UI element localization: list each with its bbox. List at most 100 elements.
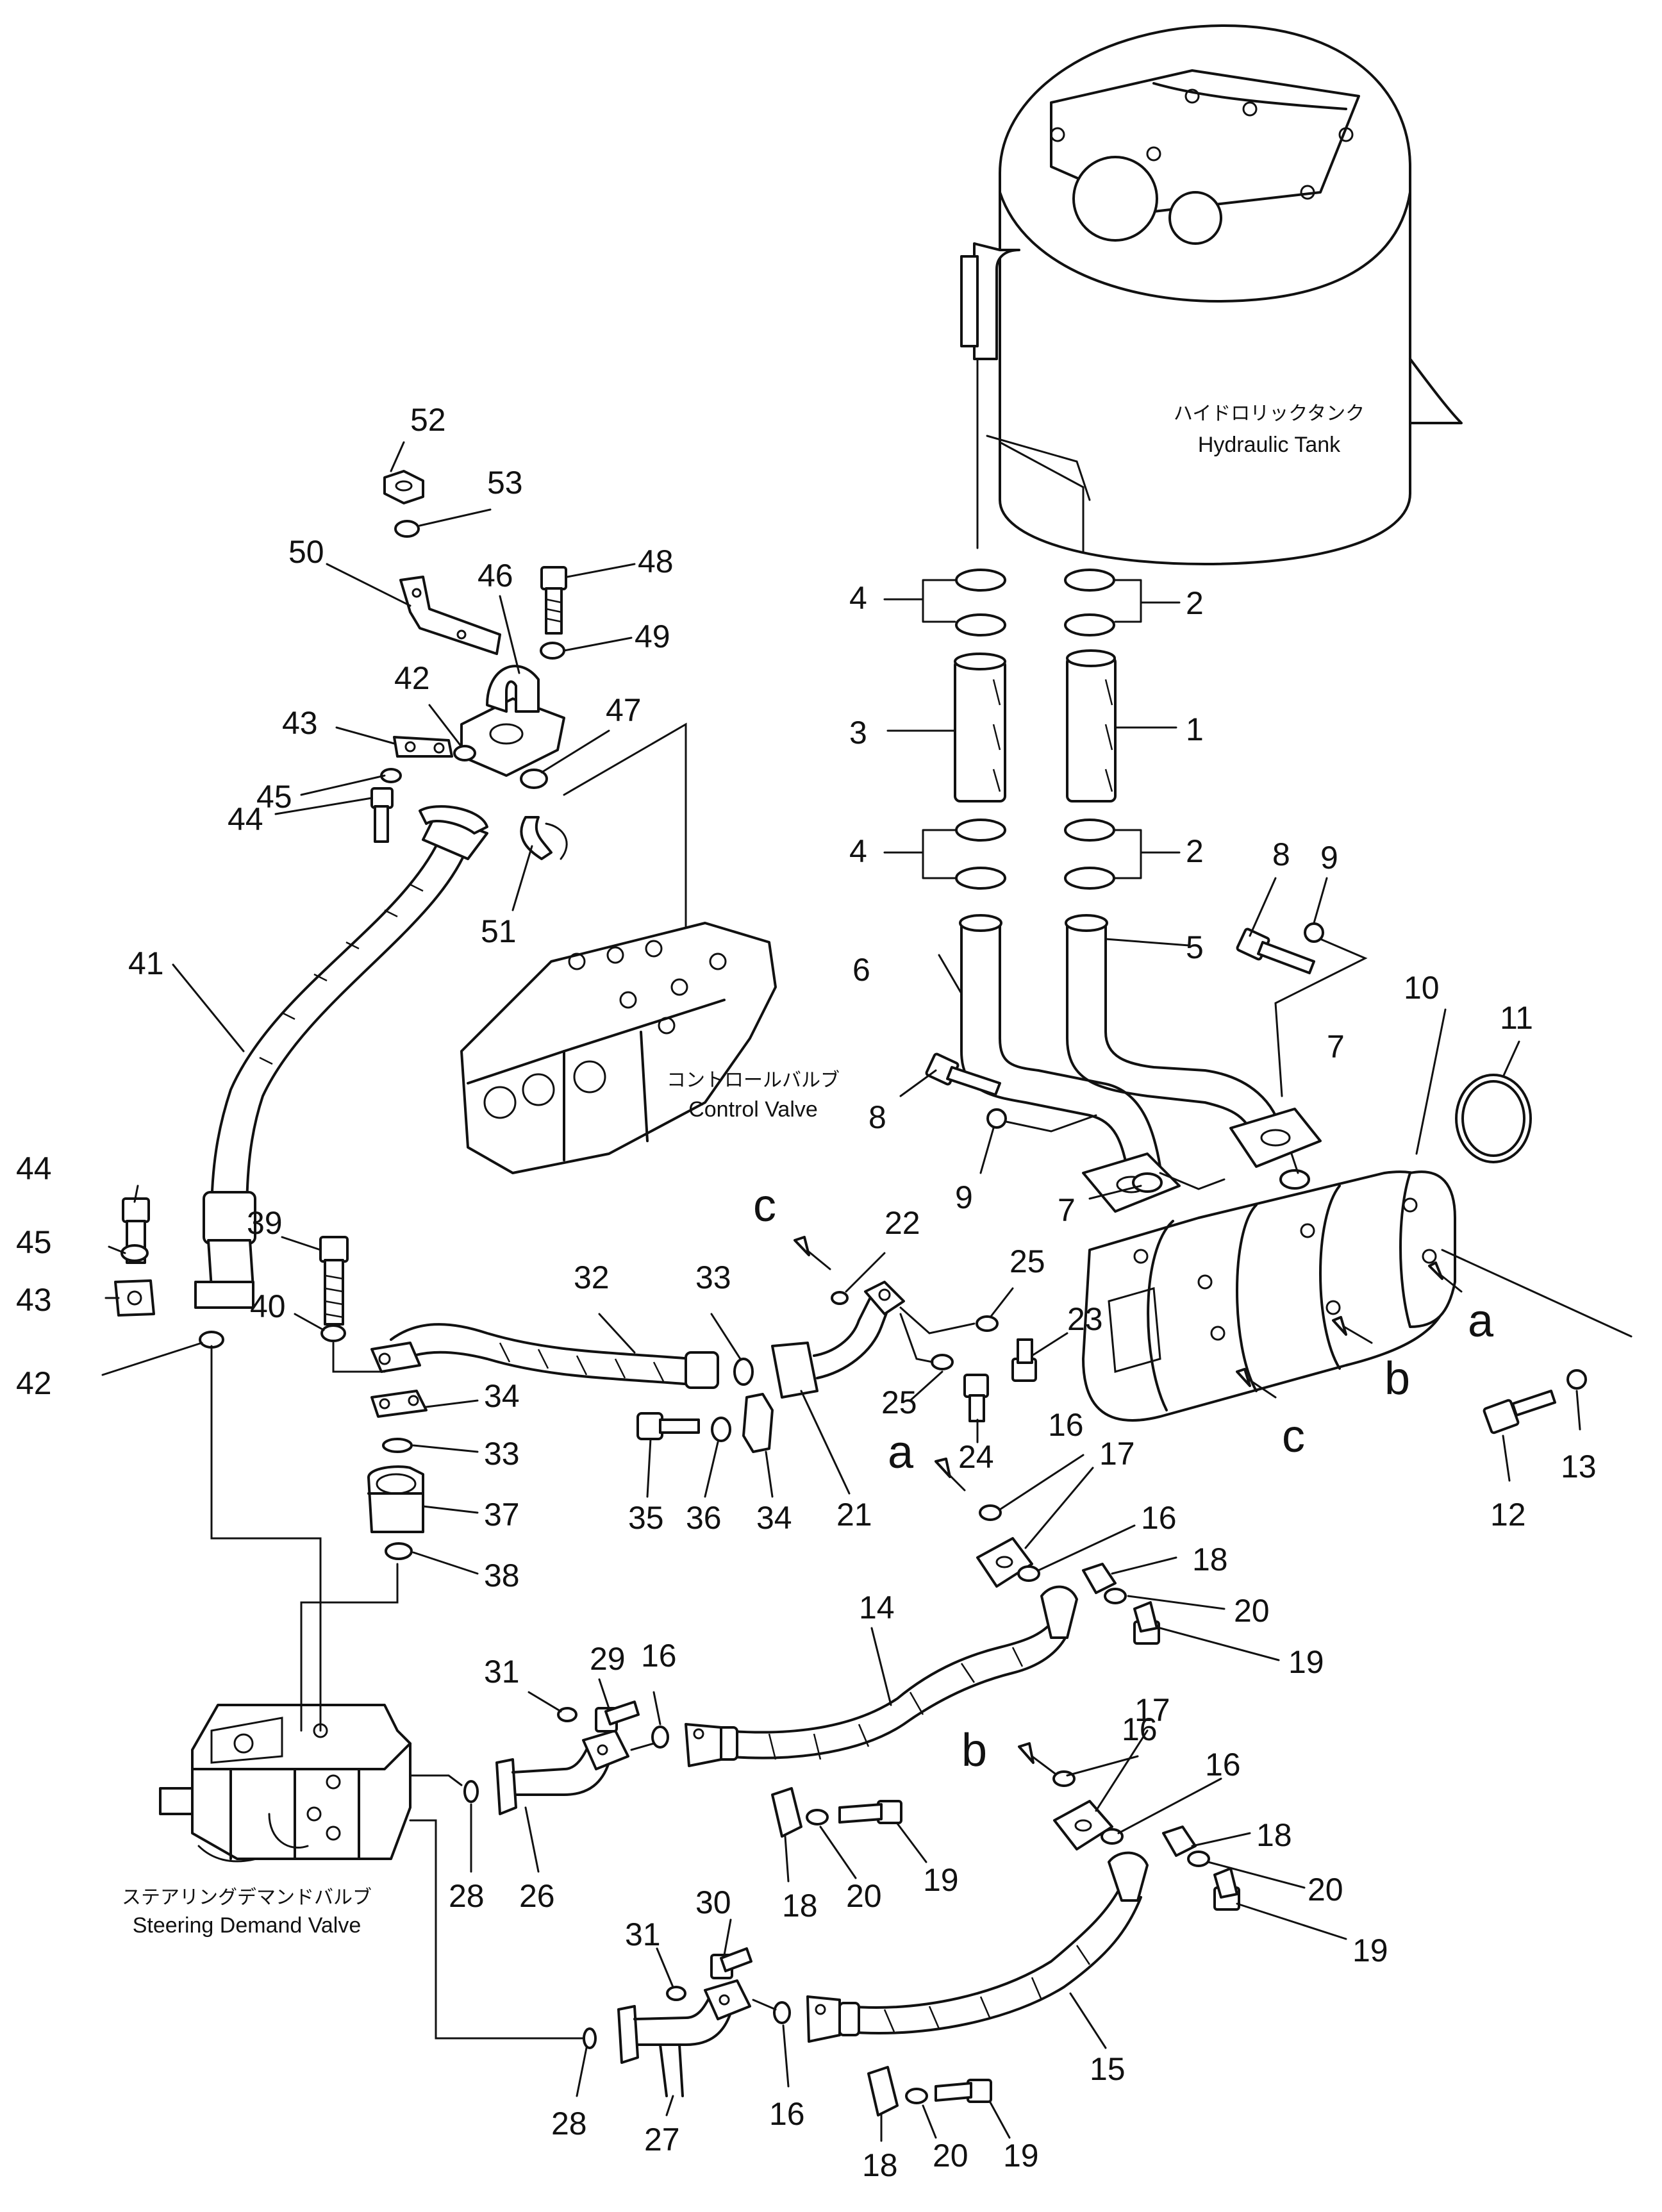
control-valve-label-ja: コントロールバルブ — [667, 1069, 840, 1092]
oring-16-a2 — [1017, 1565, 1040, 1582]
callout-37: 37 — [484, 1497, 520, 1533]
callout-9-upper: 9 — [1320, 840, 1338, 876]
marker-a-left: a — [888, 1427, 914, 1478]
steering-demand-valve-label-ja: ステアリングデマンドバルブ — [122, 1886, 372, 1909]
callout-2-lower: 2 — [1186, 833, 1204, 869]
bolt-29 — [595, 1701, 640, 1733]
washer-53 — [394, 520, 420, 538]
callout-45-lower: 45 — [16, 1224, 52, 1260]
callout-25-lower: 25 — [881, 1385, 917, 1420]
callout-21: 21 — [836, 1497, 872, 1533]
callout-19-d: 19 — [1003, 2138, 1039, 2174]
clip-51 — [520, 816, 553, 860]
callout-23: 23 — [1067, 1301, 1103, 1337]
marker-c-left: c — [753, 1180, 776, 1231]
hose-32 — [370, 1323, 719, 1389]
callout-45-upper: 45 — [256, 779, 292, 815]
callout-32: 32 — [574, 1260, 610, 1295]
callout-19-a: 19 — [1288, 1644, 1324, 1680]
callout-50: 50 — [288, 534, 324, 570]
callout-20-c: 20 — [1308, 1872, 1343, 1908]
split-flange-18-c — [1162, 1825, 1197, 1857]
callout-7-lower: 7 — [1058, 1192, 1076, 1228]
callout-10: 10 — [1404, 970, 1440, 1006]
callout-18-d: 18 — [862, 2147, 898, 2183]
callout-25-upper: 25 — [1010, 1243, 1045, 1279]
oring-7-lower — [1132, 1172, 1163, 1193]
leader-control-valve — [563, 722, 687, 927]
callout-16-a: 16 — [1048, 1407, 1084, 1443]
split-flange-34-lower — [742, 1393, 774, 1453]
bolt-24 — [963, 1374, 989, 1422]
washer-20-a — [1104, 1588, 1127, 1604]
washer-31-upper — [557, 1707, 578, 1722]
callout-20-d: 20 — [933, 2138, 968, 2174]
oring-7-upper — [1279, 1169, 1310, 1190]
tube-26 — [495, 1729, 629, 1815]
callout-6: 6 — [852, 952, 870, 988]
callout-40: 40 — [250, 1288, 286, 1324]
callout-18-b: 18 — [782, 1888, 818, 1924]
callout-46: 46 — [478, 558, 513, 594]
hydraulic-tank-label-ja: ハイドロリックタンク — [1174, 403, 1365, 425]
bolt-12 — [1483, 1390, 1556, 1434]
callout-leaders — [101, 441, 1581, 2142]
callout-11: 11 — [1500, 1000, 1533, 1036]
split-flange-18-b — [771, 1787, 802, 1838]
callout-26: 26 — [519, 1878, 555, 1914]
bolt-19-d — [935, 2079, 992, 2103]
callout-8-lower: 8 — [868, 1099, 886, 1135]
washer-40 — [320, 1324, 346, 1342]
callout-34-upper: 34 — [484, 1378, 520, 1414]
oring-16-sdv-upper — [651, 1726, 669, 1749]
steering-demand-valve-label-en: Steering Demand Valve — [133, 1913, 361, 1938]
washer-20-d — [905, 2088, 928, 2104]
callout-19-c: 19 — [1352, 1933, 1388, 1968]
hydraulic-tank: ハイドロリックタンク Hydraulic Tank — [960, 24, 1463, 565]
oring-42-upper — [453, 745, 476, 761]
callout-36: 36 — [686, 1500, 722, 1536]
callout-1: 1 — [1186, 711, 1204, 747]
bolt-39 — [319, 1236, 349, 1326]
leader-tank-right — [999, 441, 1084, 553]
callout-16-b2: 16 — [1205, 1747, 1241, 1783]
callout-28-upper: 28 — [449, 1878, 485, 1914]
washer-9-lower — [986, 1108, 1007, 1129]
tube-27 — [617, 1979, 751, 2097]
callout-49: 49 — [635, 619, 670, 654]
hose-14 — [685, 1585, 1078, 1767]
split-flange-43-upper — [393, 736, 453, 758]
tube-6 — [959, 914, 1181, 1213]
oring-33-lower — [382, 1438, 413, 1453]
callout-41: 41 — [128, 945, 164, 981]
bolt-19-c — [1213, 1867, 1240, 1911]
callout-4-lower: 4 — [849, 833, 867, 869]
washer-25-lower — [931, 1354, 954, 1370]
steering-demand-valve: ステアリングデマンドバルブ Steering Demand Valve — [122, 1704, 411, 1938]
hose-15 — [806, 1851, 1149, 2043]
callout-8-upper: 8 — [1272, 836, 1290, 872]
callout-53: 53 — [487, 465, 523, 501]
callout-44-upper: 44 — [228, 801, 263, 837]
callout-30: 30 — [695, 1884, 731, 1920]
washer-20-c — [1187, 1850, 1210, 1867]
callout-16-a2: 16 — [1141, 1500, 1177, 1536]
gear-pump-10 — [1082, 1170, 1456, 1422]
oring-16-a — [979, 1504, 1002, 1521]
bolt-44-upper — [370, 787, 394, 843]
callout-3: 3 — [849, 715, 867, 751]
bolt-48 — [540, 566, 567, 635]
split-flange-18-a — [1082, 1563, 1117, 1594]
clamp-set-lower — [955, 819, 1115, 890]
callout-9-lower: 9 — [955, 1179, 973, 1215]
oring-42-lower — [199, 1331, 224, 1349]
callout-16-b: 16 — [1122, 1711, 1158, 1747]
callout-42-lower: 42 — [16, 1365, 52, 1401]
bolt-19-a — [1133, 1601, 1160, 1645]
callout-42-upper: 42 — [394, 660, 430, 696]
leader-bolt8-lower — [1005, 1114, 1097, 1133]
hydraulic-tank-label-en: Hydraulic Tank — [1198, 433, 1341, 457]
callout-16-sdv-upper: 16 — [641, 1638, 677, 1674]
